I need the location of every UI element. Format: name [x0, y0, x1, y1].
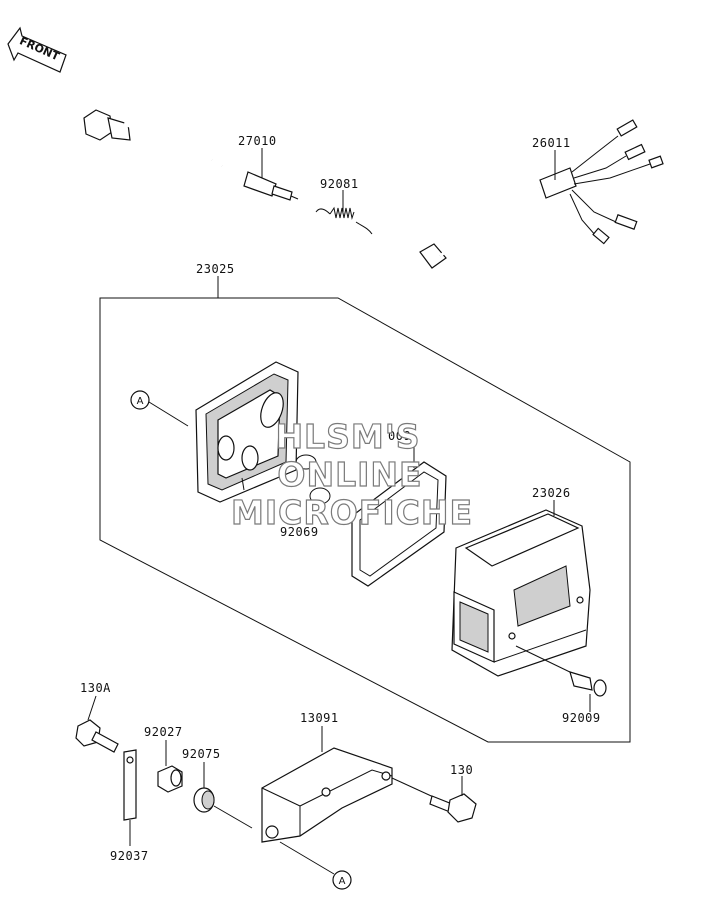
grommet-92075 — [193, 787, 253, 829]
part-label-92075: 92075 — [182, 747, 221, 761]
collar-92027 — [157, 765, 183, 793]
reference-marker-a-top — [130, 390, 150, 410]
part-label-23026: 23026 — [532, 486, 571, 500]
bracket-13091 — [261, 747, 393, 843]
part-label-130: 130 — [450, 763, 473, 777]
part-label-92037: 92037 — [110, 849, 149, 863]
part-label-23025: 23025 — [196, 262, 235, 276]
lens-gasket — [351, 461, 447, 587]
part-label-92009: 92009 — [562, 711, 601, 725]
bulb-92069 — [295, 454, 331, 505]
switch-assembly-27010 — [83, 109, 299, 201]
leader-130a — [87, 695, 97, 721]
part-label-26011: 26011 — [532, 136, 571, 150]
lamp-housing-base — [195, 361, 299, 503]
front-arrow: FRONT — [7, 26, 67, 73]
part-label-92081: 92081 — [320, 177, 359, 191]
wiring-harness-26011 — [419, 119, 664, 269]
part-label-92069: 92069 — [280, 525, 319, 539]
reference-marker-a-bottom-label: A — [339, 876, 346, 887]
part-label-009: 009 — [388, 429, 411, 443]
bolt-130a — [75, 719, 119, 753]
watermark-line-2: ONLINE — [277, 455, 422, 494]
strap-92037 — [123, 749, 137, 821]
reference-marker-a-top-label: A — [137, 396, 144, 407]
part-label-130a: 130A — [80, 681, 111, 695]
watermark-line-1: HLSM'S — [275, 417, 420, 456]
part-label-27010: 27010 — [238, 134, 277, 148]
part-label-92027: 92027 — [144, 725, 183, 739]
part-label-13091: 13091 — [300, 711, 339, 725]
bolt-130 — [391, 777, 477, 823]
reference-marker-a-bottom — [332, 870, 352, 890]
watermark-line-3: MICROFICHE — [231, 493, 473, 532]
spring-92081 — [315, 206, 373, 235]
lens-cover-23026 — [451, 509, 591, 677]
screw-92009 — [515, 645, 607, 697]
watermark: HLSM'S ONLINE MICROFICHE — [230, 416, 473, 532]
assembly-boundary-23025 — [99, 297, 631, 743]
